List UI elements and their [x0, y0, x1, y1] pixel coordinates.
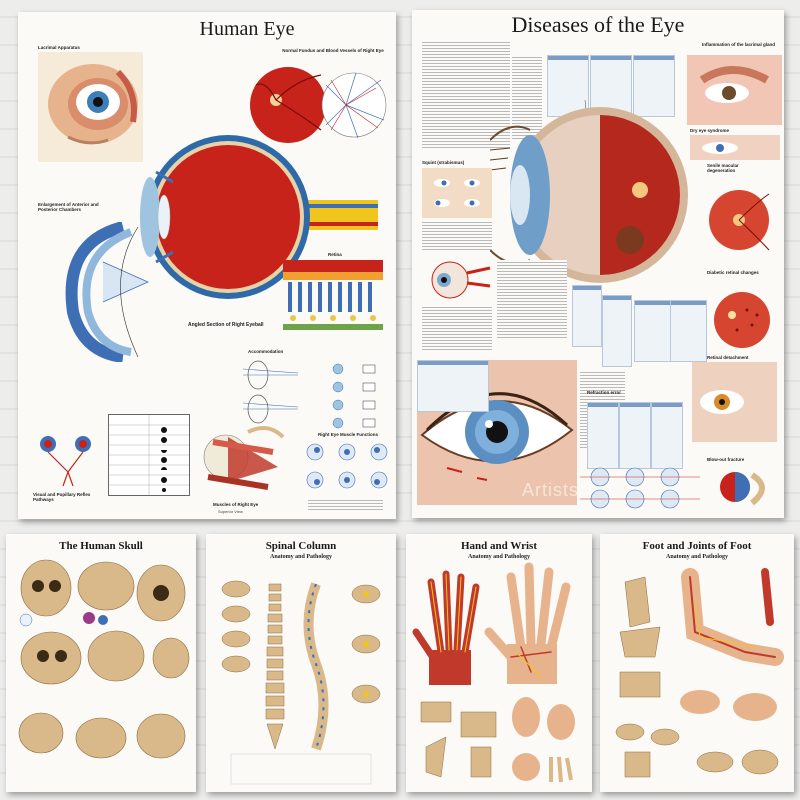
- hand-illustrations: [412, 562, 575, 783]
- lacrimal-label: Lacrimal Apparatus: [38, 45, 80, 50]
- eyeball-small-illustration: [431, 261, 491, 299]
- foot-joints-poster[interactable]: Foot and Joints of Foot Anatomy and Path…: [600, 534, 794, 792]
- info-box-11: [651, 402, 683, 469]
- muscle-functions-label: Right Eye Muscle Functions: [318, 432, 379, 437]
- poster-subtitle: Anatomy and Pathology: [665, 554, 728, 560]
- visual-pathway-illustration: [40, 436, 91, 487]
- diabetic-retina-illustration: [714, 292, 770, 348]
- eye-cross-section-illustration: [490, 100, 688, 283]
- info-box-8: [417, 360, 489, 412]
- info-box-3: [633, 55, 675, 117]
- chambers-label: Enlargement of Anterior and Posterior Ch…: [38, 202, 99, 212]
- info-box-2: [590, 55, 632, 117]
- poster-title: Spinal Column: [265, 540, 337, 552]
- info-box-10: [619, 402, 651, 469]
- center-text-1: [497, 260, 567, 340]
- info-box-4: [572, 285, 602, 347]
- fundus-illustration: [250, 67, 387, 143]
- poster-title: Human Eye: [199, 18, 295, 40]
- inflammation-label: Inflammation of the lacrimal gland: [702, 42, 776, 47]
- info-box-1: [547, 55, 589, 117]
- human-eye-poster[interactable]: Human Eye Lacrimal Apparatus Normal Fund…: [18, 12, 396, 519]
- inflammation-face-illustration: [687, 55, 782, 125]
- foot-illustrations: [615, 568, 784, 778]
- squint-faces: [422, 168, 492, 218]
- eye-muscles-illustration: [203, 426, 285, 490]
- refraction-diagrams: [580, 467, 700, 509]
- squint-label: Squint (strabismus): [422, 160, 465, 165]
- muscles-label: Muscles of Right Eye: [213, 502, 259, 507]
- hand-wrist-poster[interactable]: Hand and Wrist Anatomy and Pathology: [406, 534, 592, 792]
- poster-title: The Human Skull: [59, 540, 143, 552]
- artists-watermark: Artists: [522, 480, 580, 500]
- retinal-detachment-illustration: [692, 362, 777, 442]
- macular-degeneration-illustration: [709, 190, 770, 251]
- accommodation-diagrams: [242, 360, 376, 429]
- footer-text: [308, 498, 383, 512]
- poster-title: Foot and Joints of Foot: [642, 540, 752, 552]
- info-box-5: [602, 295, 632, 367]
- diabetic-label: Diabetic retinal changes: [707, 270, 759, 275]
- spine-illustrations: [221, 580, 381, 785]
- poster-title: Hand and Wrist: [460, 540, 537, 552]
- pupil-reflex-table: [108, 414, 190, 496]
- poster-title: Diseases of the Eye: [511, 12, 685, 37]
- anterior-chamber-illustration: [65, 222, 149, 362]
- blow-out-fracture-illustration: [720, 472, 765, 506]
- retina-label: Retina: [328, 252, 342, 257]
- eyeball-section-illustration: [140, 135, 378, 299]
- muscles-view-label: Superior View: [218, 509, 243, 514]
- blow-out-label: Blow-out fracture: [707, 457, 745, 462]
- lacrimal-apparatus-illustration: [38, 52, 143, 162]
- retinal-detachment-label: Retinal detachment: [707, 355, 749, 360]
- retina-layers-illustration: [283, 260, 383, 330]
- info-box-7: [670, 300, 707, 362]
- left-text-2: [422, 305, 492, 350]
- visual-pathways-label: Visual and Pupillary Reflex Pathways: [33, 492, 91, 502]
- fundus-label: Normal Fundus and Blood Vessels of Right…: [282, 48, 384, 53]
- squint-text: [422, 220, 492, 250]
- poster-subtitle: Anatomy and Pathology: [467, 554, 530, 560]
- info-box-6: [634, 300, 671, 362]
- dry-eye-label: Dry eye syndrome: [690, 128, 730, 133]
- spinal-column-poster[interactable]: Spinal Column Anatomy and Pathology: [206, 534, 396, 792]
- poster-subtitle: Anatomy and Pathology: [269, 554, 332, 560]
- muscle-function-eyes: [306, 443, 388, 489]
- diseases-eye-poster[interactable]: Diseases of the Eye Squint (strabismus): [412, 10, 784, 518]
- angled-section-label: Angled Section of Right Eyeball: [188, 322, 264, 328]
- human-skull-poster[interactable]: The Human Skull: [6, 534, 196, 792]
- intro-text: [422, 40, 510, 150]
- refraction-label: Refraction error: [587, 390, 622, 395]
- senile-label: Senile macular degeneration: [707, 163, 739, 173]
- info-box-9: [587, 402, 619, 469]
- accommodation-label: Accommodation: [248, 349, 284, 354]
- dry-eye-illustration: [690, 135, 780, 160]
- skull-illustrations: [18, 559, 190, 759]
